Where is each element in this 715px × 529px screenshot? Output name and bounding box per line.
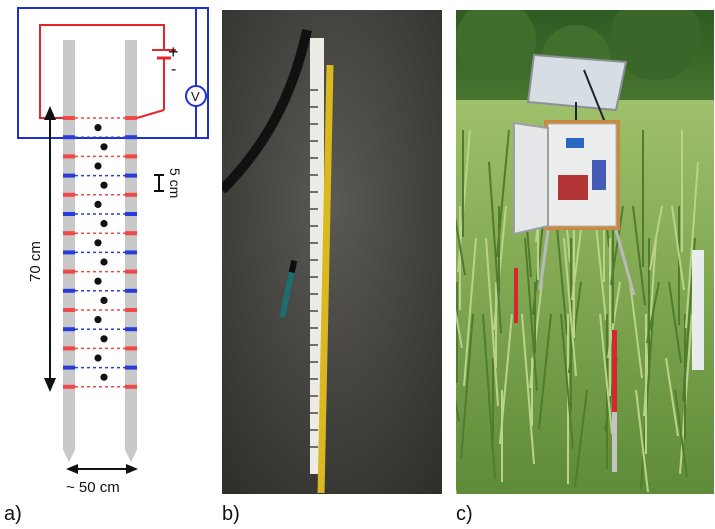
grass-blade (488, 161, 502, 334)
grass-blade (456, 399, 460, 422)
grass-blade (482, 313, 496, 480)
spacing-label: 5 cm (167, 168, 183, 198)
panel-label-a: a) (4, 503, 22, 525)
black-cable (222, 28, 312, 194)
measurement-point (100, 181, 108, 189)
measurement-point (100, 335, 108, 343)
panel-label-b: b) (222, 503, 240, 525)
battery-icon (152, 40, 176, 66)
grass-blade (560, 313, 574, 450)
red-circuit-wire (39, 24, 165, 119)
solar-panel (526, 53, 628, 128)
logger-enclosure (513, 120, 620, 236)
panel-label-c: c) (456, 503, 473, 525)
length-label: 70 cm (27, 241, 44, 282)
probe-markings (310, 89, 318, 448)
pen-icon (279, 260, 298, 318)
grass-blade (674, 389, 688, 478)
width-label: ~ 50 cm (66, 479, 120, 496)
measurement-point (100, 258, 108, 266)
measurement-point (94, 277, 102, 285)
measurement-point (94, 200, 102, 208)
measurement-point (94, 354, 102, 362)
red-stake-left (514, 268, 518, 323)
grass-blade (460, 313, 474, 460)
red-stake-center (612, 330, 617, 412)
grass-blade (463, 237, 477, 387)
battery-minus-label: - (171, 61, 176, 78)
voltmeter-label: V (191, 89, 200, 104)
measurement-point (94, 239, 102, 247)
grass-blade (538, 313, 552, 430)
spacing-marker (154, 174, 164, 192)
measurement-points (94, 124, 108, 381)
grass-blade (671, 205, 685, 291)
field-station-photo (456, 10, 714, 494)
length-arrow (44, 106, 56, 392)
grass-blade (456, 217, 466, 276)
grass-blade (574, 389, 588, 488)
grass-blade (649, 205, 663, 271)
grass-blade (665, 357, 679, 437)
grass-blade (485, 237, 499, 407)
width-arrow (66, 464, 138, 474)
electrode-array (63, 116, 137, 389)
measurement-point (94, 124, 102, 132)
measurement-point (100, 220, 108, 228)
grass-blade (456, 309, 463, 349)
measurement-point (100, 143, 108, 151)
grass-blade (632, 205, 646, 306)
grass-blade (599, 313, 613, 435)
grass-blade (629, 281, 643, 379)
grass-blade (668, 281, 682, 364)
grass-blade (635, 389, 649, 493)
measurement-point (94, 162, 102, 170)
white-pole (692, 250, 704, 370)
grass-blade (563, 237, 577, 377)
measurement-point (100, 373, 108, 381)
schematic-diagram: + - V 70 cm 5 cm ~ 50 cm (17, 7, 209, 496)
probe-photo (222, 10, 442, 494)
measurement-point (94, 316, 102, 324)
battery-plus-label: + (168, 42, 179, 62)
measurement-point (100, 296, 108, 304)
grass-blade (524, 237, 538, 392)
blue-circuit-box (17, 7, 209, 139)
grass-blade (685, 161, 699, 329)
grass-blade (521, 313, 535, 465)
measuring-tape (317, 64, 334, 494)
